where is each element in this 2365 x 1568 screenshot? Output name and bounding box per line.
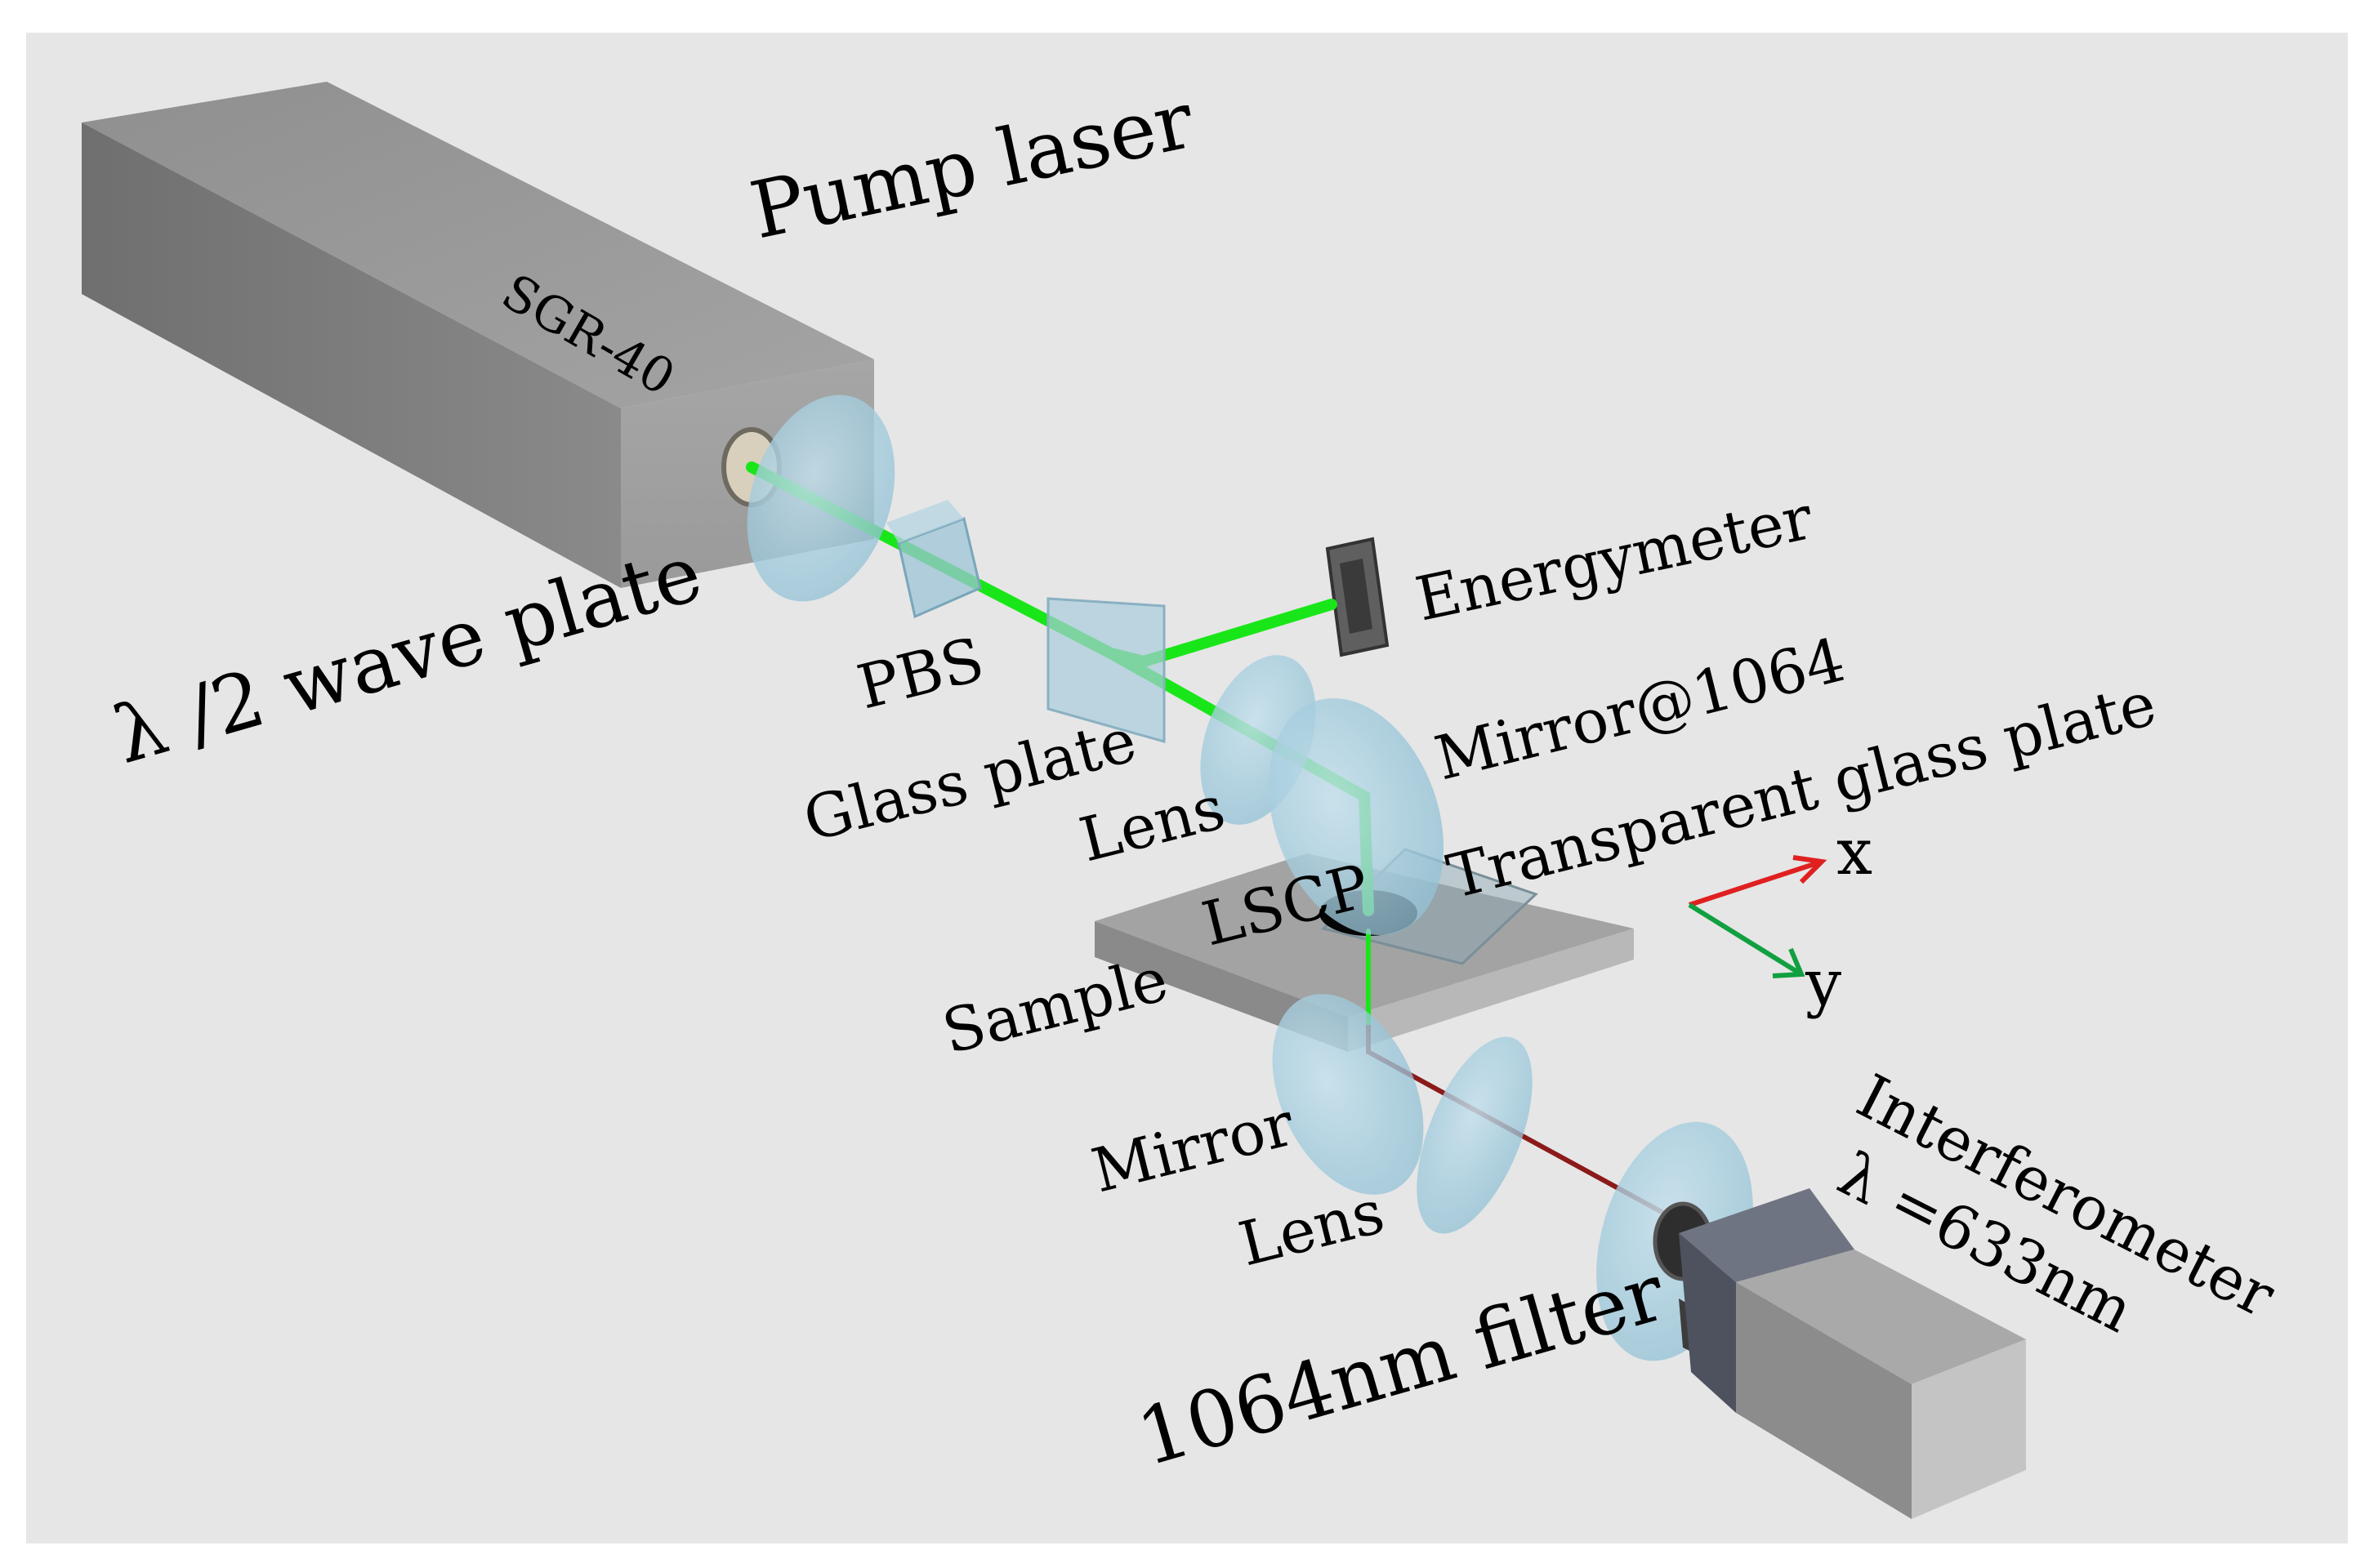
- sample-right-face: [1348, 929, 1634, 1052]
- coordinate-axes: x y: [1688, 816, 1872, 1020]
- half-wave-plate: [747, 394, 895, 602]
- pbs-cube: [886, 500, 982, 619]
- axis-y-label: y: [1805, 947, 1841, 1020]
- mirror-1064: [1268, 697, 1444, 936]
- interferometer-body-side: [1736, 1282, 1912, 1519]
- lens-2: [1417, 1036, 1533, 1234]
- axis-x-label: x: [1836, 816, 1872, 889]
- glass-plate: [1046, 597, 1166, 743]
- laser-top-face: [82, 82, 874, 408]
- axis-x-arrowhead: [1792, 855, 1827, 884]
- axis-x-line: [1689, 859, 1823, 907]
- interferometer-device: [1653, 1188, 2026, 1519]
- interferometer-front-dark: [1679, 1233, 1736, 1413]
- interferometer-body-front: [1912, 1339, 2026, 1519]
- energymeter-device: [1325, 537, 1390, 657]
- energymeter-sensor: [1340, 559, 1372, 634]
- mirror: [1272, 994, 1424, 1195]
- interferometer-body-top: [1736, 1250, 2026, 1384]
- laser-left-face: [82, 122, 621, 588]
- axis-y-arrowhead: [1772, 947, 1805, 978]
- axis-y-line: [1688, 902, 1803, 977]
- interferometer-top-face: [1679, 1188, 1854, 1282]
